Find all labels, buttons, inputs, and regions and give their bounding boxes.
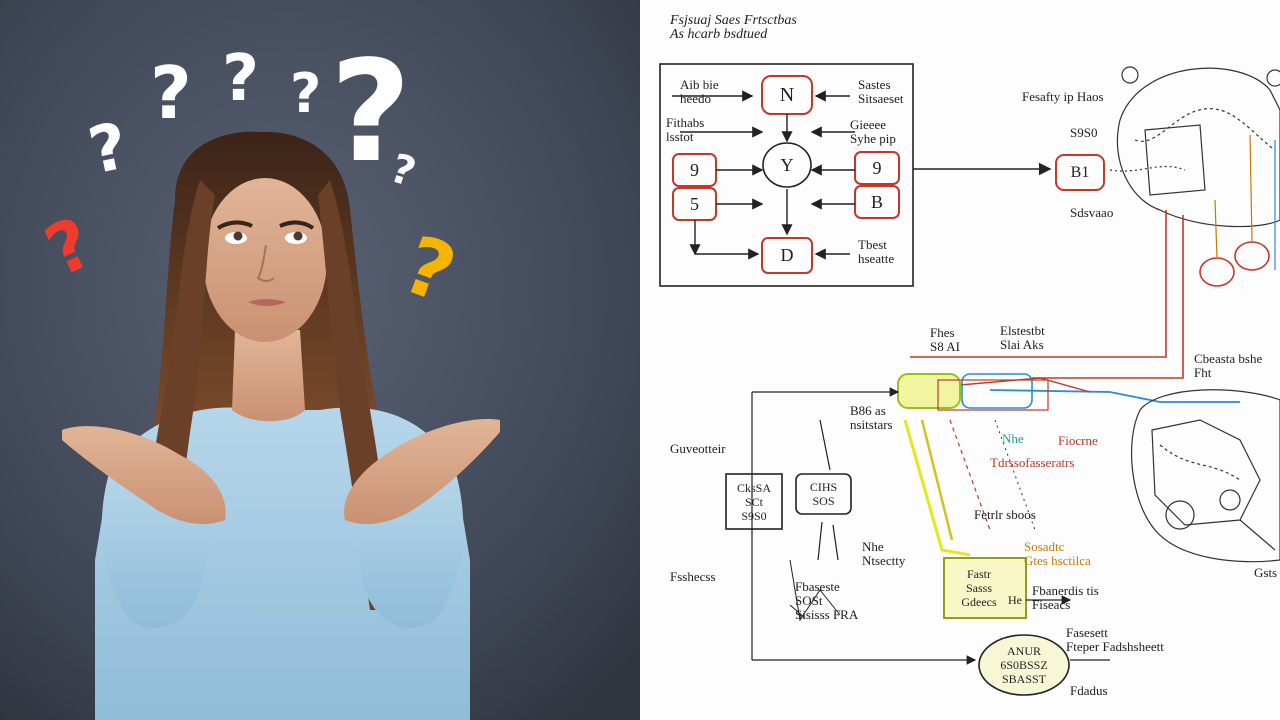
- lower-left-box1: CksSA SCt S9S0: [736, 480, 771, 523]
- woman-illustration: ? ? ? ? ? ? ? ?: [0, 0, 640, 720]
- label-l2: Fithabs lsstot: [666, 115, 705, 144]
- question-mark-icon: ?: [150, 51, 192, 135]
- top-right-label: Fesafty ip Haos: [1022, 89, 1104, 104]
- node-left-top: 9: [690, 159, 699, 180]
- question-mark-icon: ?: [222, 42, 259, 116]
- mid-label-d: Nhe: [1002, 431, 1024, 446]
- component-yellow: [897, 373, 961, 409]
- label-l1: Aib bie heedo: [680, 77, 719, 106]
- mid-label-b: Elstestbt Slai Aks: [1000, 323, 1045, 352]
- node-right-bottom: B: [870, 191, 883, 212]
- lower-left-box2: CIHS SOS: [809, 480, 838, 508]
- node-d: D: [780, 245, 794, 265]
- label-r2: Gieeee Syhe pip: [850, 117, 896, 146]
- technical-diagram: Fsjsuaj Saes Frtsctbas As hcarb bsdtued …: [640, 0, 1280, 720]
- lower-left-bottom-label: Fsshecss: [670, 569, 716, 584]
- top-right-mid-label: S9S0: [1070, 125, 1098, 140]
- lower-mid-box: Fastr Sasss Gdeecs: [961, 567, 997, 609]
- mid-label-g: Cbeasta bshe Fht: [1194, 351, 1263, 380]
- mid-label-e: Fiocrne: [1058, 433, 1098, 448]
- right-edge-label: Gsts: [1254, 565, 1278, 580]
- schematic-frame: [659, 63, 914, 287]
- node-n: N: [779, 83, 795, 106]
- lower-mid-label1: Fetrlr sboos: [974, 507, 1036, 522]
- puzzled-woman-photo: ? ? ? ? ? ? ? ?: [0, 0, 640, 720]
- mid-label-f: Tdrssofasseratrs: [990, 455, 1075, 470]
- face: [203, 178, 327, 342]
- mid-label-c: B86 as nsitstars: [850, 403, 893, 432]
- diagram-lines: [659, 63, 1280, 696]
- lower-mid-bottom-right1: Fasesett Fteper Fadshsheett: [1066, 625, 1164, 654]
- lower-mid-right-label: Fbanerdis tis Fiseacs: [1032, 583, 1099, 612]
- right-hand: [344, 419, 500, 525]
- top-right-bottom-label: Sdsvaao: [1070, 205, 1114, 220]
- diagram-header: Fsjsuaj Saes Frtsctbas As hcarb bsdtued: [670, 13, 797, 42]
- lower-left-caption2: Fbaseste SOSt Sisisss FRA: [795, 579, 859, 622]
- node-left-bottom: 5: [690, 193, 699, 214]
- neck: [232, 330, 305, 422]
- node-right-top: 9: [872, 157, 882, 178]
- lower-mid-box-tag: He: [1008, 592, 1022, 607]
- engine-sketch-top: [1109, 66, 1280, 228]
- lower-mid-label2: Sosadtc Gtes hsctilca: [1024, 539, 1091, 568]
- lower-mid-ellipse: ANUR 6S0BSSZ SBASST: [1000, 644, 1048, 686]
- question-mark-icon: ?: [290, 62, 321, 125]
- node-y: Y: [780, 154, 794, 175]
- lower-left-label: Guveotteir: [670, 441, 726, 456]
- mid-label-a: Fhes S8 AI: [930, 325, 960, 354]
- question-mark-icon: ?: [330, 31, 411, 194]
- left-hand: [62, 426, 226, 525]
- lower-mid-bottom-right2: Fdadus: [1070, 683, 1108, 698]
- label-r3: Tbest hseatte: [858, 237, 895, 266]
- label-r1: Sastes Sitsaeset: [858, 77, 904, 106]
- lower-left-caption: Nhe Ntsectty: [862, 539, 906, 568]
- node-b1: B1: [1070, 163, 1090, 181]
- engine-sketch-bottom: [1131, 389, 1280, 563]
